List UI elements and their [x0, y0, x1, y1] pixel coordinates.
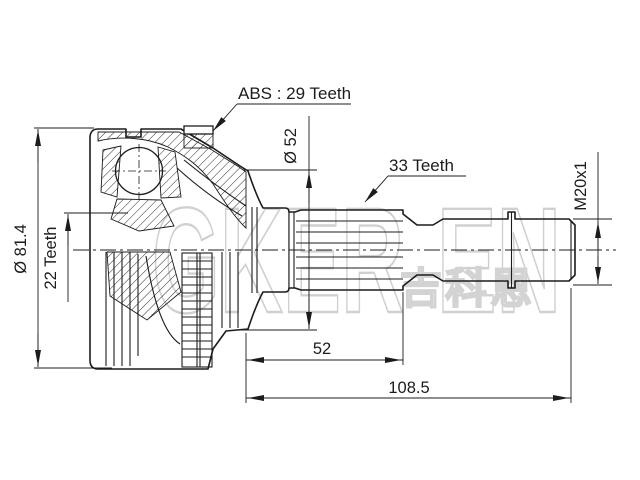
- dim-outer-diameter-text: Ø 81.4: [12, 224, 30, 274]
- watermark: GKER EN 吉科恩: [151, 175, 562, 345]
- leader-outer-spline: 33 Teeth: [364, 156, 466, 203]
- dim-spline-length-text: 52: [313, 340, 331, 358]
- label-outer-spline-teeth: 33 Teeth: [389, 156, 454, 175]
- dim-outer-diameter: Ø 81.4: [12, 127, 112, 369]
- label-abs-teeth: ABS : 29 Teeth: [238, 84, 351, 103]
- dim-spline-length: 52: [245, 292, 404, 403]
- dim-overall-length: 108.5: [246, 288, 572, 403]
- dim-thread: M20x1: [572, 152, 612, 286]
- bell-cavity-curve-2: [176, 167, 243, 217]
- dim-inner-spline-text: 22 Teeth: [42, 226, 60, 289]
- dim-boot-diameter: Ø 52: [238, 116, 317, 331]
- lower-race-hatch: [106, 251, 182, 321]
- dim-boot-diameter-text: Ø 52: [282, 128, 300, 164]
- cup-wall-lines: [105, 252, 239, 366]
- dim-inner-spline-teeth: 22 Teeth: [42, 212, 128, 302]
- dim-thread-text: M20x1: [572, 161, 590, 211]
- bell-cavity-curve-1: [183, 159, 247, 207]
- dim-overall-length-text: 108.5: [388, 379, 429, 397]
- inner-race-hatch: [110, 198, 175, 232]
- cage-hatch-right: [157, 146, 182, 199]
- watermark-text-right: EN: [437, 176, 561, 344]
- bell-wall-hatch-upper: [97, 131, 247, 230]
- inner-spline-band: [181, 252, 213, 368]
- leader-abs-ring: ABS : 29 Teeth: [212, 84, 351, 132]
- cage-hatch-left: [100, 145, 122, 198]
